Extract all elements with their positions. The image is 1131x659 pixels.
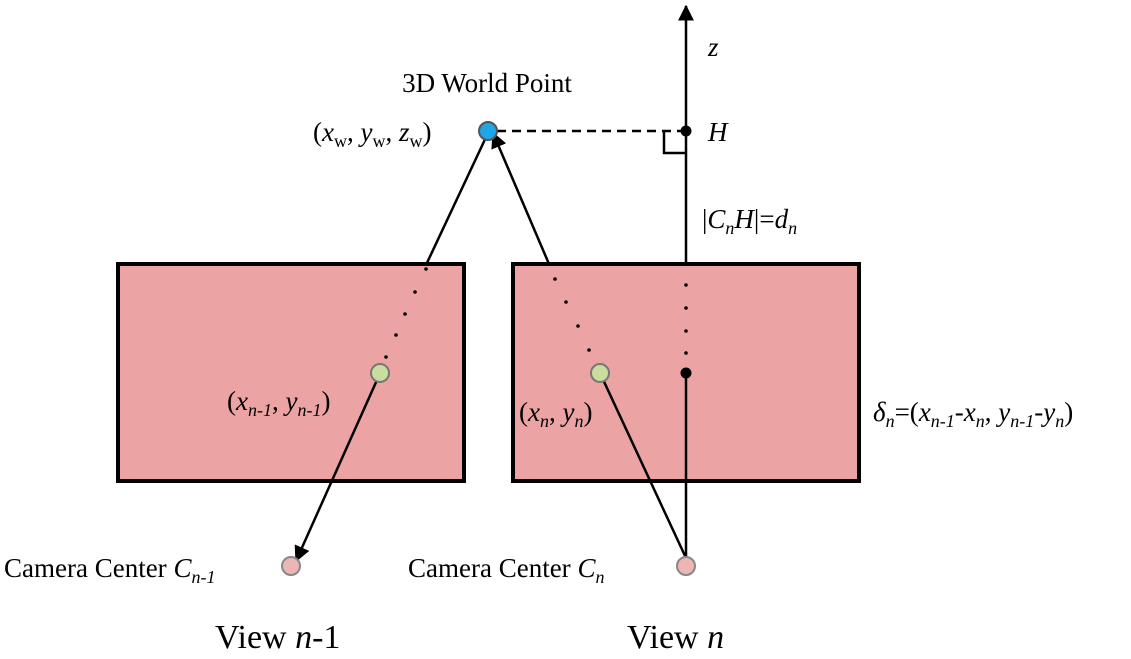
world-point-title: 3D World Point [402,68,572,98]
world-point-coords: (xw, yw, zw) [313,117,431,151]
ray-left-upper [424,132,490,266]
distance-label: |CnH|=dn [702,204,797,238]
image-point-left-label: (xn-1, yn-1) [227,386,330,420]
ray-right-upper [491,131,551,265]
world-point [478,121,498,141]
image-plane-left [116,262,466,483]
z-axis-dotted [684,283,688,355]
view-right-title: View n [627,619,724,656]
ray-right-lower [598,372,688,559]
foot-point-h [680,125,692,137]
image-point-left [370,363,390,383]
ray-left-dotted [384,267,428,359]
image-point-right-label: (xn, yn) [519,397,592,431]
principal-point [680,367,692,379]
foot-point-label: H [707,117,729,147]
disparity-label: δn=(xn-1-xn, yn-1-yn) [873,397,1073,431]
camera-center-right-label: Camera Center Cn [408,553,604,587]
view-left-title: View n-1 [215,619,340,656]
camera-center-left-label: Camera Center Cn-1 [4,553,215,587]
z-axis-label: z [707,32,719,62]
ray-left-lower [294,379,379,563]
camera-center-right [676,556,696,576]
image-point-right [590,363,610,383]
right-angle-marker [662,131,686,155]
camera-center-left [281,556,301,576]
ray-right-dotted [553,277,591,352]
